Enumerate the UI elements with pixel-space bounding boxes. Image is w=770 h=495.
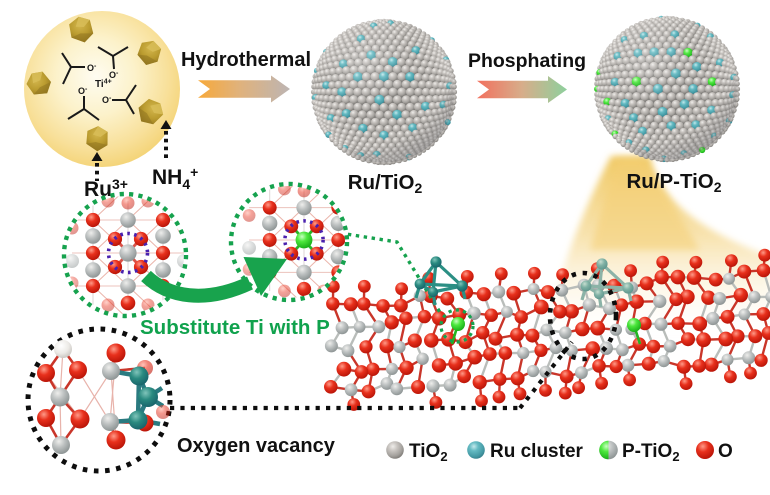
svg-text:Oxygen vacancy: Oxygen vacancy <box>177 435 336 457</box>
svg-text:Substitute Ti with P: Substitute Ti with P <box>140 316 330 339</box>
svg-text:Hydrothermal: Hydrothermal <box>181 49 311 71</box>
svg-text:Phosphating: Phosphating <box>468 50 586 72</box>
svg-text:P-TiO2: P-TiO2 <box>622 441 680 464</box>
svg-text:Ru cluster: Ru cluster <box>490 441 584 462</box>
svg-text:Ru/TiO2: Ru/TiO2 <box>348 171 423 196</box>
svg-text:O-: O- <box>78 86 88 96</box>
svg-text:Ru/P-TiO2: Ru/P-TiO2 <box>626 170 721 195</box>
svg-text:O-: O- <box>102 95 112 105</box>
svg-text:O-: O- <box>87 63 97 73</box>
svg-text:O-: O- <box>109 70 119 80</box>
svg-text:O: O <box>718 441 733 462</box>
svg-text:TiO2: TiO2 <box>409 441 448 464</box>
svg-text:Ti4+: Ti4+ <box>95 79 112 91</box>
